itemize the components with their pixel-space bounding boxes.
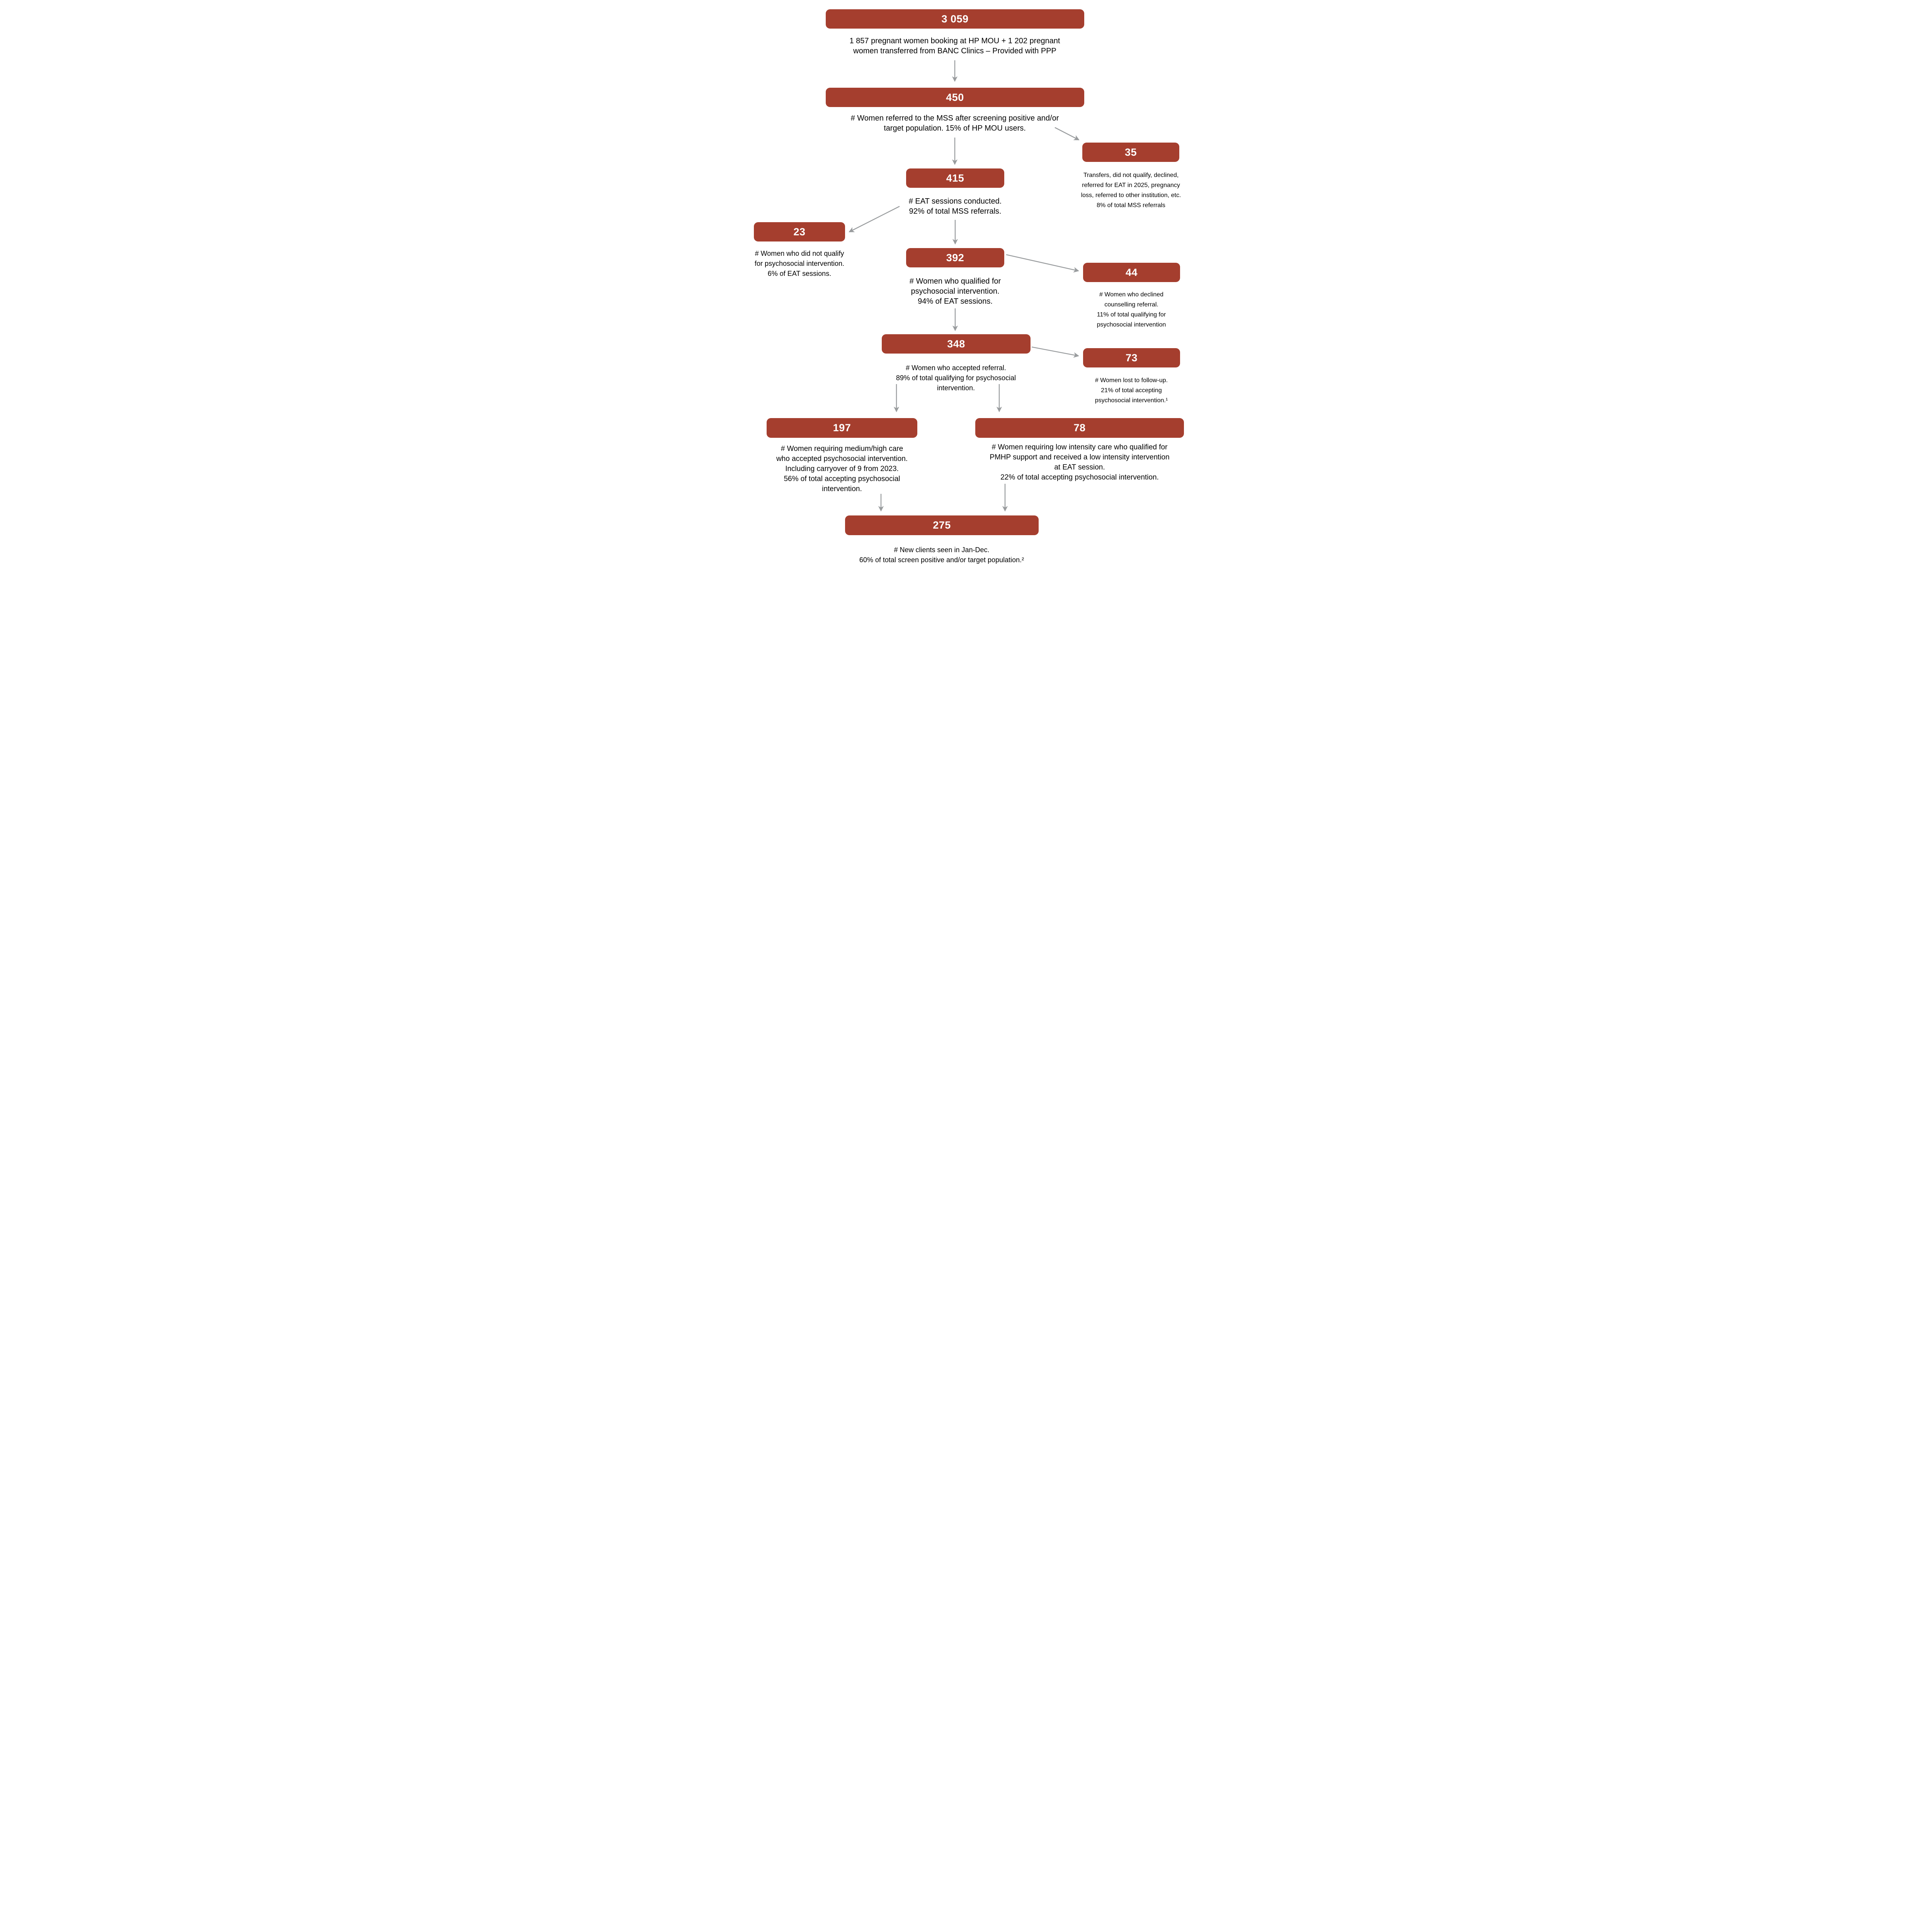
- node-low-intensity-box: 78: [975, 418, 1184, 438]
- caption-line: # Women requiring low intensity care who…: [992, 443, 1168, 451]
- arrow-eat-to-not-qualify: [849, 206, 900, 233]
- node-referred-value: 450: [946, 91, 964, 103]
- node-not-seen-value: 35: [1124, 146, 1137, 158]
- caption-line: 60% of total screen positive and/or targ…: [859, 556, 1024, 564]
- caption-line: referred for EAT in 2025, pregnancy: [1082, 182, 1180, 189]
- caption-line: intervention.: [937, 384, 975, 392]
- caption-line: 21% of total accepting: [1101, 387, 1162, 394]
- node-medium-high-box: 197: [767, 418, 917, 438]
- node-low-intensity-value: 78: [1073, 422, 1086, 434]
- node-new-clients-caption: # New clients seen in Jan-Dec. 60% of to…: [833, 545, 1050, 565]
- node-total-box: 3 059: [826, 9, 1084, 29]
- caption-line: at EAT session.: [1054, 463, 1105, 471]
- caption-line: # Women referred to the MSS after screen…: [850, 114, 1059, 122]
- node-medium-high-caption: # Women requiring medium/high care who a…: [765, 444, 919, 494]
- node-declined-caption: # Women who declined counselling referra…: [1081, 290, 1182, 330]
- node-referred-box: 450: [826, 88, 1084, 107]
- node-accepted-box: 348: [882, 334, 1031, 354]
- node-qualified-value: 392: [946, 252, 964, 264]
- caption-line: Transfers, did not qualify, declined,: [1083, 172, 1179, 179]
- caption-line: # Women lost to follow-up.: [1095, 377, 1168, 384]
- caption-line: for psychosocial intervention.: [754, 260, 845, 267]
- node-not-qualify-box: 23: [754, 222, 845, 242]
- node-qualified-caption: # Women who qualified for psychosocial i…: [897, 276, 1013, 306]
- node-not-qualify-caption: # Women who did not qualify for psychoso…: [745, 248, 854, 279]
- caption-line: loss, referred to other institution, etc…: [1081, 192, 1181, 199]
- arrow-accepted-to-lost: [1031, 346, 1079, 358]
- node-lost-followup-value: 73: [1125, 352, 1138, 364]
- node-accepted-caption: # Women who accepted referral. 89% of to…: [875, 363, 1037, 393]
- node-declined-value: 44: [1125, 266, 1138, 278]
- node-eat-sessions-value: 415: [946, 172, 964, 184]
- caption-line: 11% of total qualifying for: [1097, 311, 1166, 318]
- node-declined-box: 44: [1083, 263, 1180, 282]
- caption-line: PMHP support and received a low intensit…: [990, 453, 1170, 461]
- caption-line: # Women requiring medium/high care: [781, 445, 903, 453]
- node-total-caption: 1 857 pregnant women booking at HP MOU +…: [823, 36, 1086, 56]
- node-medium-high-value: 197: [833, 422, 851, 434]
- caption-line: target population. 15% of HP MOU users.: [884, 124, 1026, 133]
- caption-line: # EAT sessions conducted.: [908, 197, 1002, 206]
- caption-line: 1 857 pregnant women booking at HP MOU +…: [849, 37, 1060, 45]
- node-accepted-value: 348: [947, 338, 965, 350]
- caption-line: 6% of EAT sessions.: [767, 270, 832, 277]
- node-eat-sessions-caption: # EAT sessions conducted. 92% of total M…: [897, 196, 1013, 216]
- caption-line: psychosocial intervention: [1097, 321, 1166, 328]
- caption-line: # Women who did not qualify: [755, 250, 844, 257]
- node-referred-caption: # Women referred to the MSS after screen…: [827, 113, 1082, 133]
- node-qualified-box: 392: [906, 248, 1004, 267]
- node-new-clients-value: 275: [933, 519, 951, 531]
- caption-line: # Women who declined: [1099, 291, 1164, 298]
- caption-line: 8% of total MSS referrals: [1097, 202, 1165, 209]
- arrow-qualified-to-declined: [1006, 254, 1079, 273]
- node-total-value: 3 059: [941, 13, 969, 25]
- node-not-qualify-value: 23: [793, 226, 806, 238]
- node-lost-followup-caption: # Women lost to follow-up. 21% of total …: [1077, 376, 1185, 406]
- caption-line: psychosocial intervention.: [911, 287, 1000, 296]
- caption-line: who accepted psychosocial intervention.: [776, 455, 908, 463]
- caption-line: 94% of EAT sessions.: [918, 297, 993, 306]
- caption-line: psychosocial intervention.¹: [1095, 397, 1168, 404]
- caption-line: 92% of total MSS referrals.: [909, 207, 1002, 216]
- caption-line: # Women who qualified for: [909, 277, 1001, 286]
- caption-line: 22% of total accepting psychosocial inte…: [1000, 473, 1159, 481]
- node-not-seen-box: 35: [1082, 143, 1179, 162]
- caption-line: women transferred from BANC Clinics – Pr…: [853, 47, 1056, 55]
- caption-line: # Women who accepted referral.: [906, 364, 1006, 372]
- node-lost-followup-box: 73: [1083, 348, 1180, 367]
- node-new-clients-box: 275: [845, 515, 1039, 535]
- caption-line: Including carryover of 9 from 2023.: [785, 465, 899, 473]
- node-eat-sessions-box: 415: [906, 168, 1004, 188]
- node-low-intensity-caption: # Women requiring low intensity care who…: [971, 442, 1188, 483]
- node-not-seen-caption: Transfers, did not qualify, declined, re…: [1065, 170, 1196, 211]
- caption-line: 89% of total qualifying for psychosocial: [896, 374, 1016, 382]
- caption-line: 56% of total accepting psychosocial: [784, 475, 900, 483]
- flowchart-canvas: 3 059 1 857 pregnant women booking at HP…: [736, 0, 1196, 570]
- caption-line: counselling referral.: [1104, 301, 1158, 308]
- caption-line: # New clients seen in Jan-Dec.: [894, 546, 990, 554]
- caption-line: intervention.: [822, 485, 862, 493]
